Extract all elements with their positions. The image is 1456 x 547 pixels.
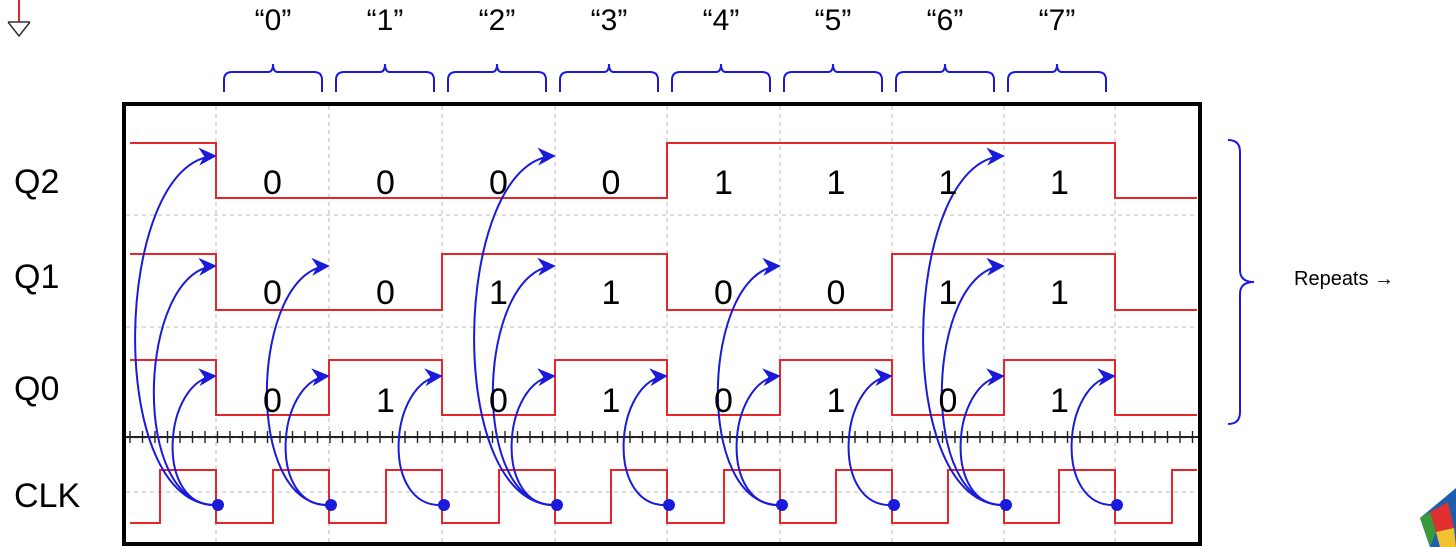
bit-value-q0: 1 [602, 382, 621, 420]
state-bracket [783, 63, 883, 92]
state-label: “4” [702, 4, 740, 37]
bit-value-q2: 0 [602, 164, 621, 202]
edge-arrow-q0 [510, 368, 558, 507]
edge-arrow-q2 [922, 147, 1007, 507]
bit-value-q0: 1 [376, 382, 395, 420]
edge-arrow-q1 [491, 257, 558, 507]
state-bracket [223, 63, 323, 92]
bit-value-q1: 1 [602, 274, 621, 312]
bit-value-q1: 0 [263, 274, 282, 312]
trace-q2 [130, 142, 1197, 199]
state-label: “3” [590, 4, 628, 37]
state-label: “1” [366, 4, 404, 37]
bit-value-q0: 1 [827, 382, 846, 420]
trace-q0 [130, 359, 1197, 416]
state-bracket [335, 63, 435, 92]
signal-label-q0: Q0 [14, 370, 60, 408]
edge-arrow-q0 [847, 368, 895, 507]
state-label: “2” [478, 4, 516, 37]
repeats-label: Repeats → [1294, 268, 1395, 290]
bit-value-q1: 1 [1050, 274, 1069, 312]
trace-clk [130, 469, 1197, 524]
bit-value-q2: 1 [714, 164, 733, 202]
state-label: “6” [926, 4, 964, 37]
edge-arrow-q1 [716, 257, 783, 507]
bit-value-q2: 0 [376, 164, 395, 202]
bit-value-q1: 1 [489, 274, 508, 312]
plot-frame [122, 102, 1202, 546]
bit-value-q0: 0 [714, 382, 733, 420]
state-bracket [1007, 63, 1107, 92]
bit-value-q0: 0 [489, 382, 508, 420]
state-bracket [671, 63, 771, 92]
state-bracket [559, 63, 659, 92]
bit-value-q2: 1 [1050, 164, 1069, 202]
trace-q1 [130, 253, 1197, 311]
edge-arrow-q1 [940, 257, 1007, 507]
bit-value-q1: 0 [714, 274, 733, 312]
state-label: “7” [1038, 4, 1076, 37]
bit-value-q1: 0 [827, 274, 846, 312]
edge-arrow-q1 [265, 257, 332, 507]
ground-icon [7, 0, 31, 38]
bit-value-q0: 1 [1050, 382, 1069, 420]
state-bracket [447, 63, 547, 92]
signal-label-q1: Q1 [14, 258, 60, 296]
state-bracket [895, 63, 995, 92]
edge-arrow-q2 [134, 147, 219, 507]
logo-icon [1420, 488, 1456, 547]
bit-value-q2: 0 [489, 164, 508, 202]
state-label: “5” [814, 4, 852, 37]
edge-arrow-q0 [397, 368, 445, 507]
signal-label-q2: Q2 [14, 163, 60, 201]
edge-arrow-q0 [622, 368, 670, 507]
edge-arrow-q0 [735, 368, 783, 507]
bit-value-q2: 1 [827, 164, 846, 202]
bit-value-q2: 0 [263, 164, 282, 202]
edge-arrow-q1 [152, 257, 219, 507]
repeat-bracket [1227, 139, 1255, 425]
edge-arrow-q2 [473, 147, 558, 507]
bit-value-q2: 1 [939, 164, 958, 202]
bit-value-q1: 0 [376, 274, 395, 312]
signal-label-clk: CLK [14, 477, 81, 515]
bit-value-q0: 0 [939, 382, 958, 420]
bit-value-q0: 0 [263, 382, 282, 420]
state-label: “0” [254, 4, 292, 37]
bit-value-q1: 1 [939, 274, 958, 312]
edge-arrow-q0 [1070, 368, 1118, 507]
